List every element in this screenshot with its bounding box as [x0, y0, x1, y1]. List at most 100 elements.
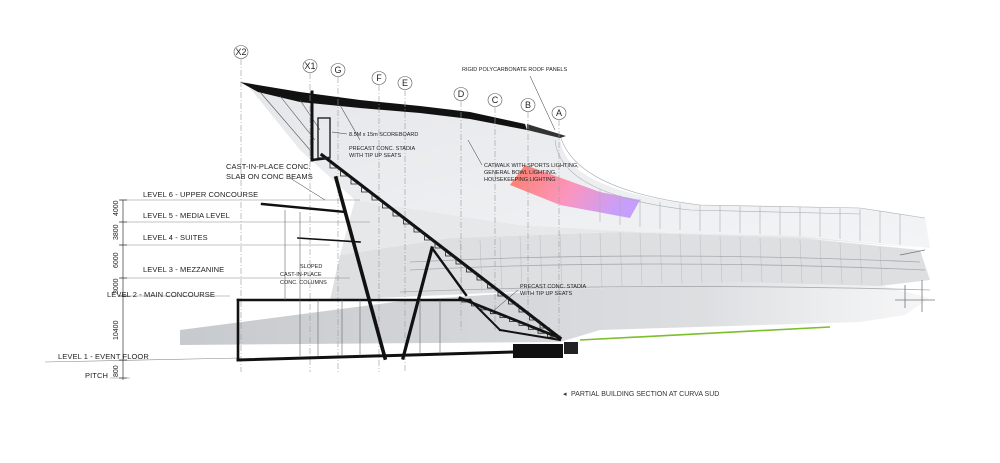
grid-bubble: [551, 106, 567, 120]
stadia-step: [403, 218, 414, 225]
scoreboard: [317, 117, 331, 159]
stadia-step: [487, 282, 498, 289]
slab-note-2: SLAB ON CONC BEAMS: [226, 172, 313, 181]
dimension-label: 6000: [113, 252, 120, 268]
concourse-mullions: [284, 210, 441, 356]
roof-tip: [527, 124, 566, 138]
upper-stadia-note-2: WITH TIP UP SEATS: [349, 153, 401, 159]
grid-bubble: [302, 59, 318, 73]
slab-note-1: CAST-IN-PLACE CONC.: [226, 162, 311, 171]
caption-arrow: ◂: [563, 391, 567, 398]
grid-label: C: [492, 95, 499, 105]
leader-line: [529, 75, 556, 131]
level-1-label: LEVEL 1 - EVENT FLOOR: [58, 352, 149, 361]
main-structure: [236, 90, 563, 362]
grid-bubble: [453, 87, 469, 101]
stadia-step: [329, 162, 340, 169]
pitch-surface: [579, 326, 831, 341]
stadia-step: [490, 310, 500, 315]
level-2-label: LEVEL 2 - MAIN CONCOURSE: [107, 290, 215, 299]
stadia-step: [480, 306, 490, 311]
stadia-step: [497, 290, 508, 297]
roof-glow: [510, 165, 640, 218]
grid-bubble: [520, 98, 536, 112]
stadia-step: [529, 314, 540, 321]
facade-ribs: [459, 232, 883, 293]
grid-label: X1: [304, 61, 315, 71]
stadia-step: [539, 322, 550, 329]
catwalk-note-3: HOUSEKEEPING LIGHTING: [484, 177, 556, 183]
leader-line: [491, 289, 519, 313]
level-3-label: LEVEL 3 - MEZZANINE: [143, 265, 224, 274]
stadia-step: [537, 330, 547, 334]
stadia-step: [455, 258, 466, 265]
stadia-step: [508, 298, 519, 305]
grid-label: X2: [235, 47, 246, 57]
stadia-step: [518, 306, 529, 313]
upper-stadia-note-1: PRECAST CONC. STADIA: [349, 146, 415, 152]
drawing-caption: PARTIAL BUILDING SECTION AT CURVA SUD: [571, 391, 719, 398]
stadia-step: [476, 274, 487, 281]
lower-stadia-note-1: PRECAST CONC. STADIA: [520, 284, 586, 290]
catwalk-note-2: GENERAL BOWL LIGHTING,: [484, 170, 557, 176]
mid-bowl: [330, 232, 930, 300]
dimension-label: 4000: [113, 200, 120, 216]
lower-stadia-steps: [461, 299, 557, 338]
dimension-label: 10400: [113, 320, 120, 340]
stadia-step: [509, 318, 519, 322]
grid-bubble: [397, 76, 413, 90]
columns-note-1: SLOPED: [300, 264, 322, 270]
stadia-step: [499, 314, 509, 318]
stadia-step: [471, 302, 481, 307]
columns-note-2: CAST-IN-PLACE: [280, 272, 322, 278]
camera-platform: [564, 342, 578, 354]
field-wall: [513, 344, 563, 358]
stadia-step: [413, 226, 424, 233]
pitch-label: PITCH: [85, 371, 108, 380]
right-end-structure: [895, 249, 935, 312]
level-lines: [44, 199, 370, 379]
grid-label: D: [458, 89, 465, 99]
grid-label: E: [402, 78, 408, 88]
bowl-render: [180, 200, 935, 345]
upper-stadia-steps: [329, 162, 561, 337]
grid-bubble: [371, 71, 387, 85]
lower-stadia-note-2: WITH TIP UP SEATS: [520, 291, 572, 297]
stadia-step: [340, 170, 351, 177]
dimension-label: 3800: [113, 224, 120, 240]
roof-underside: [245, 82, 930, 248]
scoreboard-note: 8.5M x 15m SCOREBOARD: [349, 132, 418, 138]
roof-ribs: [554, 134, 926, 245]
upper-bowl: [340, 200, 920, 255]
dimension-line: [119, 199, 127, 380]
leader-line: [331, 131, 348, 135]
stadia-step: [518, 322, 528, 326]
stadia-step: [382, 202, 393, 209]
stadia-step: [392, 210, 403, 217]
level-5-label: LEVEL 5 - MEDIA LEVEL: [143, 211, 230, 220]
stadia-step: [466, 266, 477, 273]
columns-note-3: CONC. COLUMNS: [280, 280, 327, 286]
roof-note: RIGID POLYCARBONATE ROOF PANELS: [462, 67, 567, 73]
leader-line: [467, 139, 483, 166]
roof: [240, 82, 930, 248]
stadia-step: [528, 326, 538, 330]
level-6-label: LEVEL 6 - UPPER CONCOURSE: [143, 190, 258, 199]
stadia-step: [371, 194, 382, 201]
stadia-step: [550, 330, 561, 337]
stadia-step: [424, 234, 435, 241]
stadia-step: [445, 250, 456, 257]
stadia-step: [350, 178, 361, 185]
catwalk-note-1: CATWALK WITH SPORTS LIGHTING,: [484, 163, 579, 169]
stadia-step: [434, 242, 445, 249]
leader-line: [289, 177, 326, 201]
grid-bubble: [330, 63, 346, 77]
grid-label: G: [334, 65, 341, 75]
stadia-step: [361, 186, 372, 193]
grid-label: F: [376, 73, 382, 83]
grid-bubble: [233, 45, 249, 59]
grid-bubble: [487, 93, 503, 107]
